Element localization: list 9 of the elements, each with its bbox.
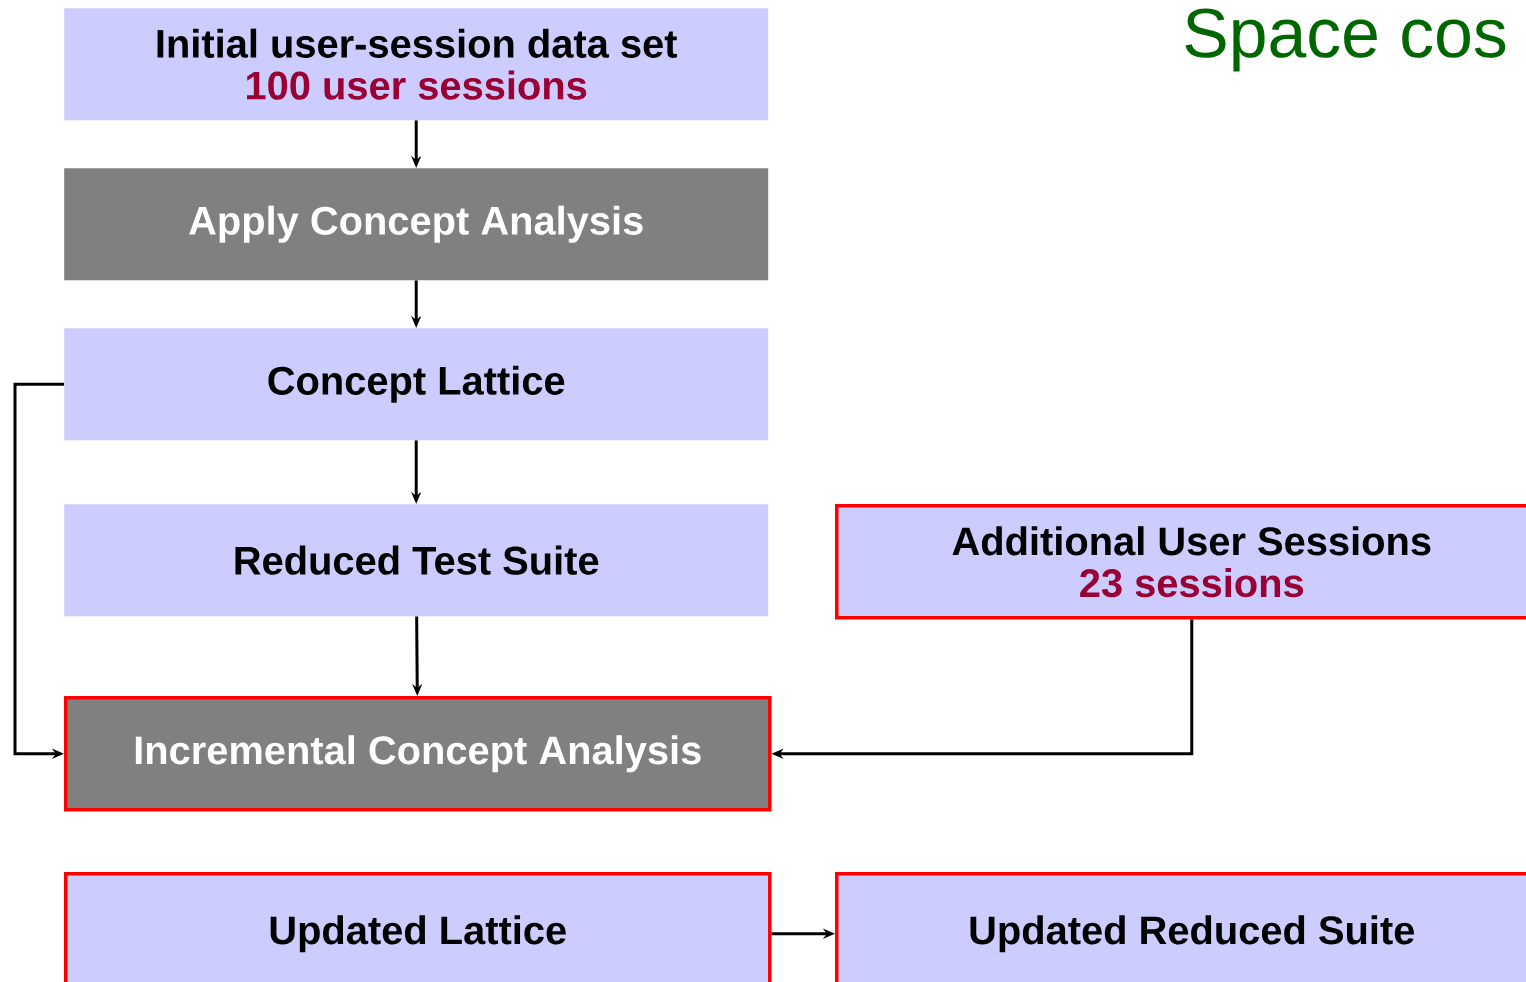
process-box: Updated Reduced Suite bbox=[835, 872, 1526, 982]
process-box: Updated Lattice bbox=[64, 872, 772, 982]
process-box: Incremental Concept Analysis bbox=[64, 696, 772, 812]
process-box: Apply Concept Analysis bbox=[64, 168, 769, 281]
process-box: Initial user-session data set 100 user sessions bbox=[64, 8, 769, 121]
process-box: Reduced Test Suite bbox=[64, 504, 769, 617]
process-box: Additional User Sessions 23 sessions bbox=[835, 504, 1526, 620]
title: Space cos bbox=[1185, 8, 1506, 72]
process-box: Concept Lattice bbox=[64, 328, 769, 441]
